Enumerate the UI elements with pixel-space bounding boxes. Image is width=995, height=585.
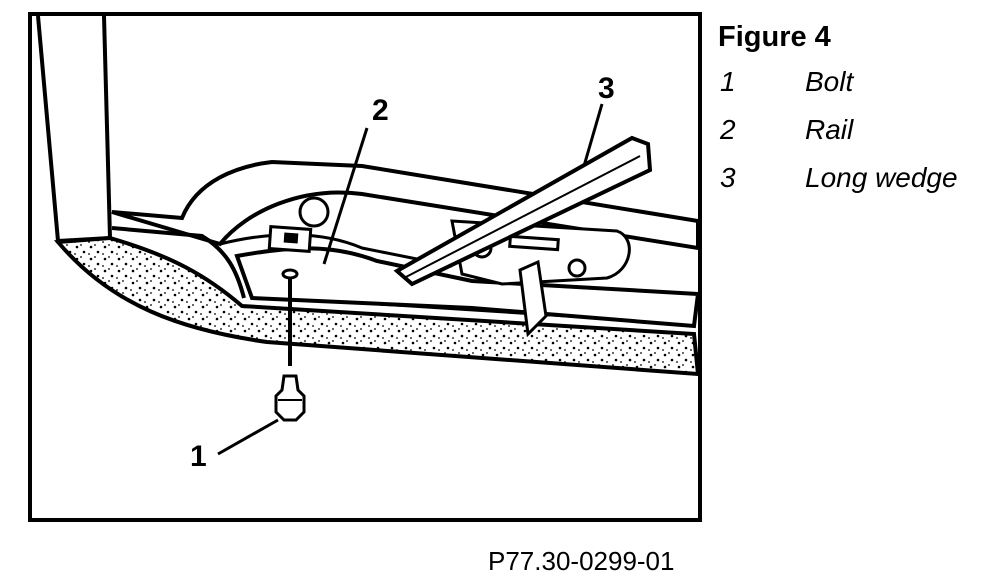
rail-clip (518, 259, 548, 338)
figure-frame: 1 2 3 (28, 12, 702, 522)
foam-seal (53, 235, 698, 377)
legend-number: 1 (720, 66, 736, 97)
sill-lower-edge (111, 226, 246, 299)
bracket-slot (508, 234, 560, 252)
bolt-hole (281, 268, 299, 280)
bracket-hole-right (567, 258, 587, 278)
sill-clip-inner (283, 232, 299, 244)
callout-number-2: 2 (372, 94, 389, 127)
sill-hole (298, 196, 330, 228)
callout-number-1: 1 (190, 440, 207, 473)
legend-label: Long wedge (805, 162, 958, 193)
figure-title: Figure 4 (718, 21, 831, 53)
bolt-icon (274, 374, 306, 422)
leader-line-1 (217, 418, 279, 456)
door-pillar (36, 16, 113, 244)
rail-body (234, 246, 698, 329)
legend-item-bolt: 1 Bolt (718, 62, 988, 110)
technical-illustration: 1 2 3 (36, 16, 698, 473)
long-wedge (393, 135, 653, 287)
legend-label: Rail (805, 114, 854, 145)
leader-line-2 (322, 127, 369, 265)
legend: Figure 4 1 Bolt 2 Rail 3 Long wedge (718, 18, 988, 206)
legend-item-long-wedge: 3 Long wedge (718, 158, 988, 206)
sill-panel (111, 159, 698, 251)
figure-code: P77.30-0299-01 (488, 546, 675, 576)
legend-label: Bolt (805, 66, 854, 97)
legend-item-rail: 2 Rail (718, 110, 988, 158)
legend-number: 2 (720, 114, 736, 145)
leader-line-3 (582, 103, 604, 167)
legend-number: 3 (720, 162, 736, 193)
callout-number-3: 3 (598, 72, 615, 105)
long-wedge-edge (403, 155, 641, 279)
